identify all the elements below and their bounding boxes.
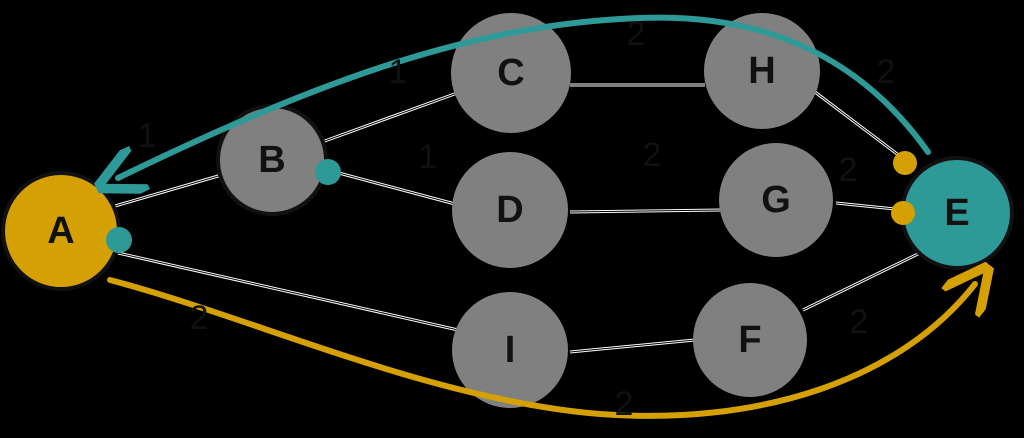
weight-a-b: 1	[138, 117, 157, 155]
node-f-label: F	[738, 319, 761, 361]
teal-dot-b	[315, 159, 341, 185]
edge-d-g	[569, 208, 723, 214]
weight-h-e: 2	[877, 53, 896, 91]
edge-a-b	[114, 172, 226, 208]
edge-b-d	[334, 170, 456, 206]
node-a-label: A	[47, 210, 74, 252]
weight-f-e: 2	[850, 303, 869, 341]
teal-path-arrow	[118, 14, 931, 178]
edge-f-e	[802, 250, 923, 312]
node-g: G	[719, 143, 833, 257]
node-e: E	[900, 156, 1014, 270]
node-d-label: D	[496, 189, 523, 231]
node-i-label: I	[505, 329, 516, 371]
node-c-label: C	[497, 52, 524, 94]
weight-b-c: 1	[389, 53, 408, 91]
weight-a-i: 2	[190, 299, 209, 337]
gold-dot-e-upper	[893, 151, 917, 175]
edge-i-f	[569, 338, 696, 354]
edge-h-e	[814, 90, 906, 162]
node-b-label: B	[258, 139, 285, 181]
edge-b-c	[321, 90, 461, 144]
weight-g-e: 2	[839, 151, 858, 189]
node-g-label: G	[761, 179, 791, 221]
weight-b-d: 1	[419, 138, 438, 176]
edge-a-i	[117, 251, 459, 332]
gold-dot-e-lower	[891, 201, 915, 225]
node-e-label: E	[944, 192, 969, 234]
weight-d-g: 2	[643, 136, 662, 174]
node-d: D	[452, 152, 568, 268]
node-c: C	[451, 13, 571, 133]
node-b: B	[216, 104, 328, 216]
weight-i-f: 2	[615, 385, 634, 423]
teal-dot-a	[106, 227, 132, 253]
weight-c-h: 2	[627, 15, 646, 53]
node-f: F	[693, 283, 807, 397]
node-a: A	[1, 171, 121, 291]
node-i: I	[452, 292, 568, 408]
gold-path-arrow	[107, 280, 975, 419]
node-h-label: H	[748, 50, 775, 92]
